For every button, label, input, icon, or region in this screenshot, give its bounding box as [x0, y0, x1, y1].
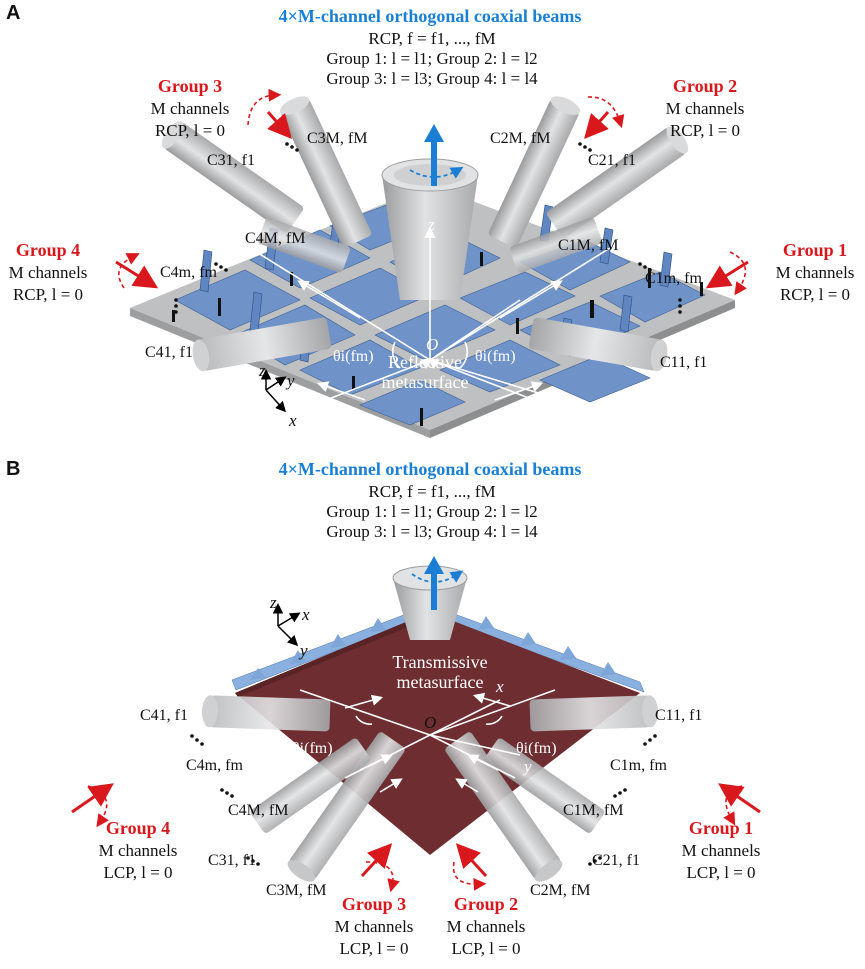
- surface-label-line2: metasurface: [396, 672, 484, 692]
- panel-b-letter: B: [6, 458, 21, 480]
- panel-b-label-c2M: C2M, fM: [530, 882, 591, 899]
- group-arrows-a: [115, 88, 749, 296]
- panel-a-group1-name: Group 1: [782, 240, 848, 260]
- panel-b-title: 4×M-channel orthogonal coaxial beams: [278, 459, 582, 479]
- group-arrows-b: [71, 783, 761, 893]
- panel-a-group2-channels: M channels: [665, 99, 745, 118]
- panel-a-line3: Group 3: l = l3; Group 4: l = l4: [326, 69, 538, 88]
- panel-b-triad-y: y: [300, 641, 308, 660]
- panel-b-line1: RCP, f = f1, ..., fM: [368, 482, 496, 501]
- panel-b-label-c4m: C4m, fm: [186, 757, 243, 774]
- panel-a-group4-channels: M channels: [8, 263, 88, 282]
- panel-b-label-c3M: C3M, fM: [266, 882, 327, 899]
- axes-triad-b: [272, 603, 301, 647]
- panel-b-group2-channels: M channels: [446, 917, 526, 936]
- panel-a-line2: Group 1: l = l1; Group 2: l = l2: [326, 49, 538, 68]
- panel-a-group1-pol: RCP, l = 0: [779, 285, 851, 304]
- panel-a-label-c41: C41, f1: [145, 344, 193, 361]
- input-beams-a: [161, 96, 689, 372]
- transmissive-metasurface: [231, 604, 645, 855]
- panel-a-group4-pol: RCP, l = 0: [12, 285, 84, 304]
- panel-b-group1-channels: M channels: [681, 841, 761, 860]
- panel-a-group1-channels: M channels: [775, 263, 855, 282]
- output-beam-arrow-b: [411, 556, 464, 610]
- panel-b-group4-name: Group 4: [105, 818, 171, 838]
- panel-b-triad-x: x: [302, 605, 310, 624]
- panel-b-group1-pol: LCP, l = 0: [686, 863, 756, 882]
- panel-a-group3-pol: RCP, l = 0: [154, 121, 226, 140]
- panel-a-label-c1m: C1m, fm: [645, 270, 702, 287]
- surface-label-line1: Transmissive: [392, 652, 488, 672]
- panel-a-group2-pol: RCP, l = 0: [669, 121, 741, 140]
- panel-b-label-c21: C21, f1: [592, 852, 640, 869]
- panel-b-group3-channels: M channels: [334, 917, 414, 936]
- panel-b-label-c1M: C1M, fM: [563, 802, 624, 819]
- panel-a-angle-right: θi(fm): [475, 348, 516, 365]
- panel-a-axis-z-surface: z: [428, 215, 435, 234]
- panel-a-label-c2M: C2M, fM: [490, 130, 551, 147]
- panel-a-label-c31: C31, f1: [207, 152, 255, 169]
- panel-a-triad-z: z: [259, 361, 266, 380]
- panel-a-label-c4m: C4m, fm: [160, 264, 217, 281]
- incident-rays-a: [249, 226, 611, 411]
- panel-b-label-c41: C41, f1: [140, 707, 188, 724]
- panel-b-group2-pol: LCP, l = 0: [451, 939, 521, 958]
- panel-b-group3-pol: LCP, l = 0: [339, 939, 409, 958]
- panel-a-line1: RCP, f = f1, ..., fM: [368, 29, 496, 48]
- panel-b-surface-label: Transmissive metasurface: [392, 652, 487, 692]
- panel-a-triad-y: y: [287, 371, 295, 390]
- input-beams-b: [201, 565, 659, 882]
- panel-b-angle-right: θi(fm): [516, 740, 557, 757]
- panel-b-label-c31: C31, f1: [208, 852, 256, 869]
- panel-b-label-c11: C11, f1: [655, 707, 703, 724]
- panel-a-angle-left: θi(fm): [333, 348, 374, 365]
- panel-b-angle-left: θi(fm): [292, 740, 333, 757]
- panel-a-label-c3M: C3M, fM: [307, 130, 368, 147]
- panel-a-label-c11: C11, f1: [660, 354, 708, 371]
- ellipsis-dots-b: [190, 734, 657, 866]
- output-beam-arrow-a: [409, 124, 464, 186]
- panel-a-group4-name: Group 4: [15, 240, 81, 260]
- panel-b-group2-name: Group 2: [453, 894, 519, 914]
- incident-rays-b: [299, 689, 556, 793]
- panel-b-line2: Group 1: l = l1; Group 2: l = l2: [326, 502, 538, 521]
- panel-a-origin: O: [426, 335, 439, 354]
- panel-a-label-c1M: C1M, fM: [558, 237, 619, 254]
- panel-b-label-c1m: C1m, fm: [610, 757, 667, 774]
- panel-b-line3: Group 3: l = l3; Group 4: l = l4: [326, 522, 538, 541]
- panel-a-label-c21: C21, f1: [588, 152, 636, 169]
- axes-triad-a: [260, 369, 287, 413]
- panel-a-title: 4×M-channel orthogonal coaxial beams: [278, 6, 582, 26]
- panel-a-label-c4M: C4M, fM: [245, 230, 306, 247]
- panel-a-axis-x-surface: x: [552, 397, 560, 416]
- panel-b-origin: O: [424, 713, 437, 732]
- panel-b-group4-pol: LCP, l = 0: [103, 863, 173, 882]
- panel-a-group3-name: Group 3: [157, 76, 223, 96]
- panel-b-group4-channels: M channels: [98, 841, 178, 860]
- surface-label-line2: metasurface: [381, 372, 469, 392]
- surface-label-line1: Reflective: [388, 352, 462, 372]
- panel-b-group1-name: Group 1: [688, 818, 754, 838]
- panel-a-letter: A: [6, 2, 21, 24]
- panel-b-label-c4M: C4M, fM: [228, 802, 289, 819]
- panel-b-triad-z: z: [270, 593, 277, 612]
- panel-b-axis-y-surface: y: [524, 757, 532, 776]
- panel-b-group3-name: Group 3: [341, 894, 407, 914]
- ellipsis-dots-a: [174, 142, 682, 314]
- panel-a-triad-x: x: [289, 411, 297, 430]
- panel-b-axis-x-surface: x: [496, 677, 504, 696]
- panel-a-group2-name: Group 2: [672, 76, 738, 96]
- panel-a-surface-label: Reflective metasurface: [382, 352, 469, 392]
- panel-a-group3-channels: M channels: [150, 99, 230, 118]
